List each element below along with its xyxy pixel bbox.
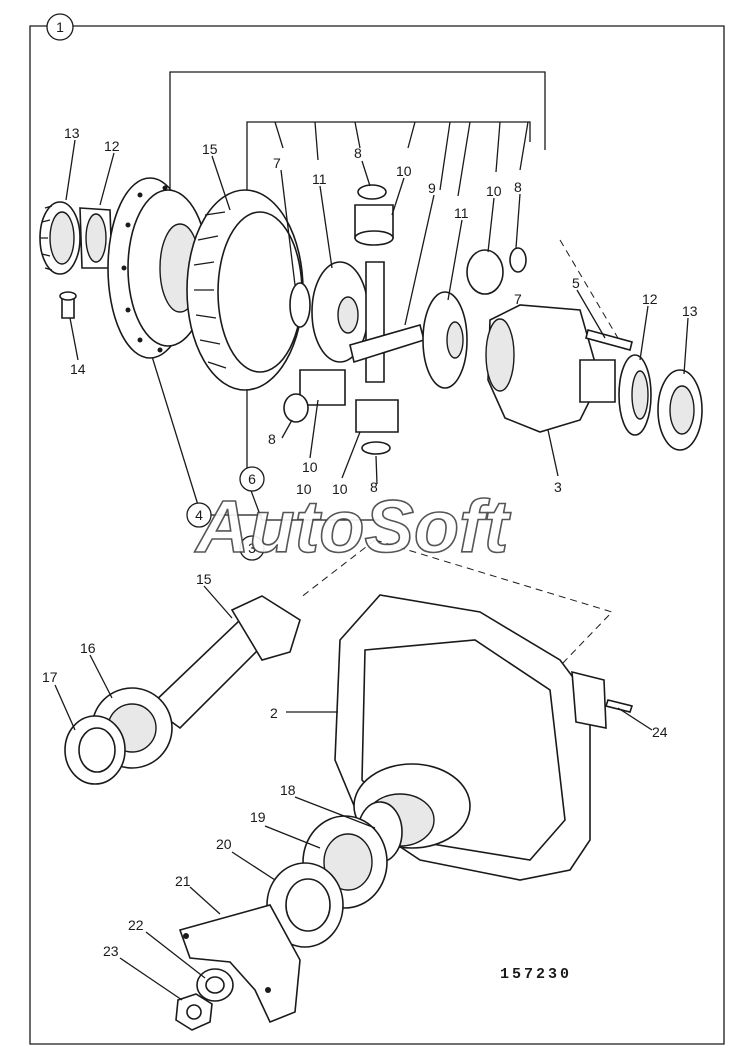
shim-ring — [64, 715, 126, 785]
figure-number: 1 — [56, 19, 64, 35]
figure-number-circle — [46, 13, 74, 41]
callout-8-top: 8 — [354, 145, 362, 161]
callout-20: 20 — [216, 836, 232, 852]
pinion-bearing — [91, 687, 173, 769]
bolt-right — [585, 329, 633, 351]
callout-15-bottom: 15 — [196, 571, 212, 587]
bearing-cone-left — [79, 207, 113, 269]
callout-16: 16 — [80, 640, 96, 656]
callout-10-right: 10 — [486, 183, 502, 199]
planet-gear-top — [354, 184, 394, 246]
callout-7-right: 7 — [514, 291, 522, 307]
circled-group-labels: 6 4 3 — [186, 466, 265, 561]
callout-15-top: 15 — [202, 141, 218, 157]
group-label-3: 3 — [248, 540, 256, 556]
planet-gear-bottom-left — [283, 369, 346, 423]
drawing-code: 157230 — [500, 966, 572, 983]
figure-frame: 1 — [29, 13, 725, 1045]
callout-10-bottom-b: 10 — [332, 481, 348, 497]
side-gear-right — [422, 291, 468, 389]
callout-21: 21 — [175, 873, 191, 889]
callout-7-left: 7 — [273, 155, 281, 171]
callouts: 13 12 15 7 11 8 10 9 11 10 8 7 5 12 13 1… — [42, 125, 698, 959]
callout-22: 22 — [128, 917, 144, 933]
nut-23 — [175, 993, 213, 1031]
bearing-cup-left — [39, 201, 81, 275]
callout-23: 23 — [103, 943, 119, 959]
callout-11-left: 11 — [312, 171, 327, 187]
callout-19: 19 — [250, 809, 266, 825]
watermark: AutoSoft — [194, 485, 512, 568]
callout-2: 2 — [270, 705, 278, 721]
callout-10-bottom-a: 10 — [296, 481, 312, 497]
callout-10-top: 10 — [396, 163, 412, 179]
callout-12-left: 12 — [104, 138, 120, 154]
side-gear-left — [289, 261, 369, 363]
group-label-4: 4 — [195, 507, 203, 523]
callout-24: 24 — [652, 724, 668, 740]
callout-8-bottom-left: 8 — [268, 431, 276, 447]
planet-gear-right — [466, 247, 527, 295]
callout-17: 17 — [42, 669, 58, 685]
bearing-right — [618, 354, 703, 451]
callout-5: 5 — [572, 275, 580, 291]
cross-shaft — [349, 261, 425, 383]
washer-20 — [266, 862, 344, 948]
assembly-lines — [299, 239, 626, 667]
crown-wheel-gear — [186, 189, 304, 391]
differential-case-right — [485, 304, 616, 433]
axle-housing — [334, 594, 607, 881]
callout-13-right: 13 — [682, 303, 698, 319]
callout-13-left: 13 — [64, 125, 80, 141]
flange-yoke — [178, 904, 301, 1024]
leader-lines — [54, 139, 689, 1001]
callout-10-bottom-left: 10 — [302, 459, 318, 475]
callout-18: 18 — [280, 782, 296, 798]
callout-8-right: 8 — [514, 179, 522, 195]
planet-gear-bottom-right — [355, 399, 399, 455]
callout-11-right: 11 — [454, 205, 469, 221]
callout-12-right: 12 — [642, 291, 658, 307]
washer-22 — [196, 968, 234, 1002]
callout-8-bottom: 8 — [370, 479, 378, 495]
callout-14: 14 — [70, 361, 86, 377]
bolt-left — [59, 291, 77, 319]
group-label-6: 6 — [248, 471, 256, 487]
pin-24 — [604, 699, 634, 713]
callout-3: 3 — [554, 479, 562, 495]
callout-9: 9 — [428, 180, 436, 196]
